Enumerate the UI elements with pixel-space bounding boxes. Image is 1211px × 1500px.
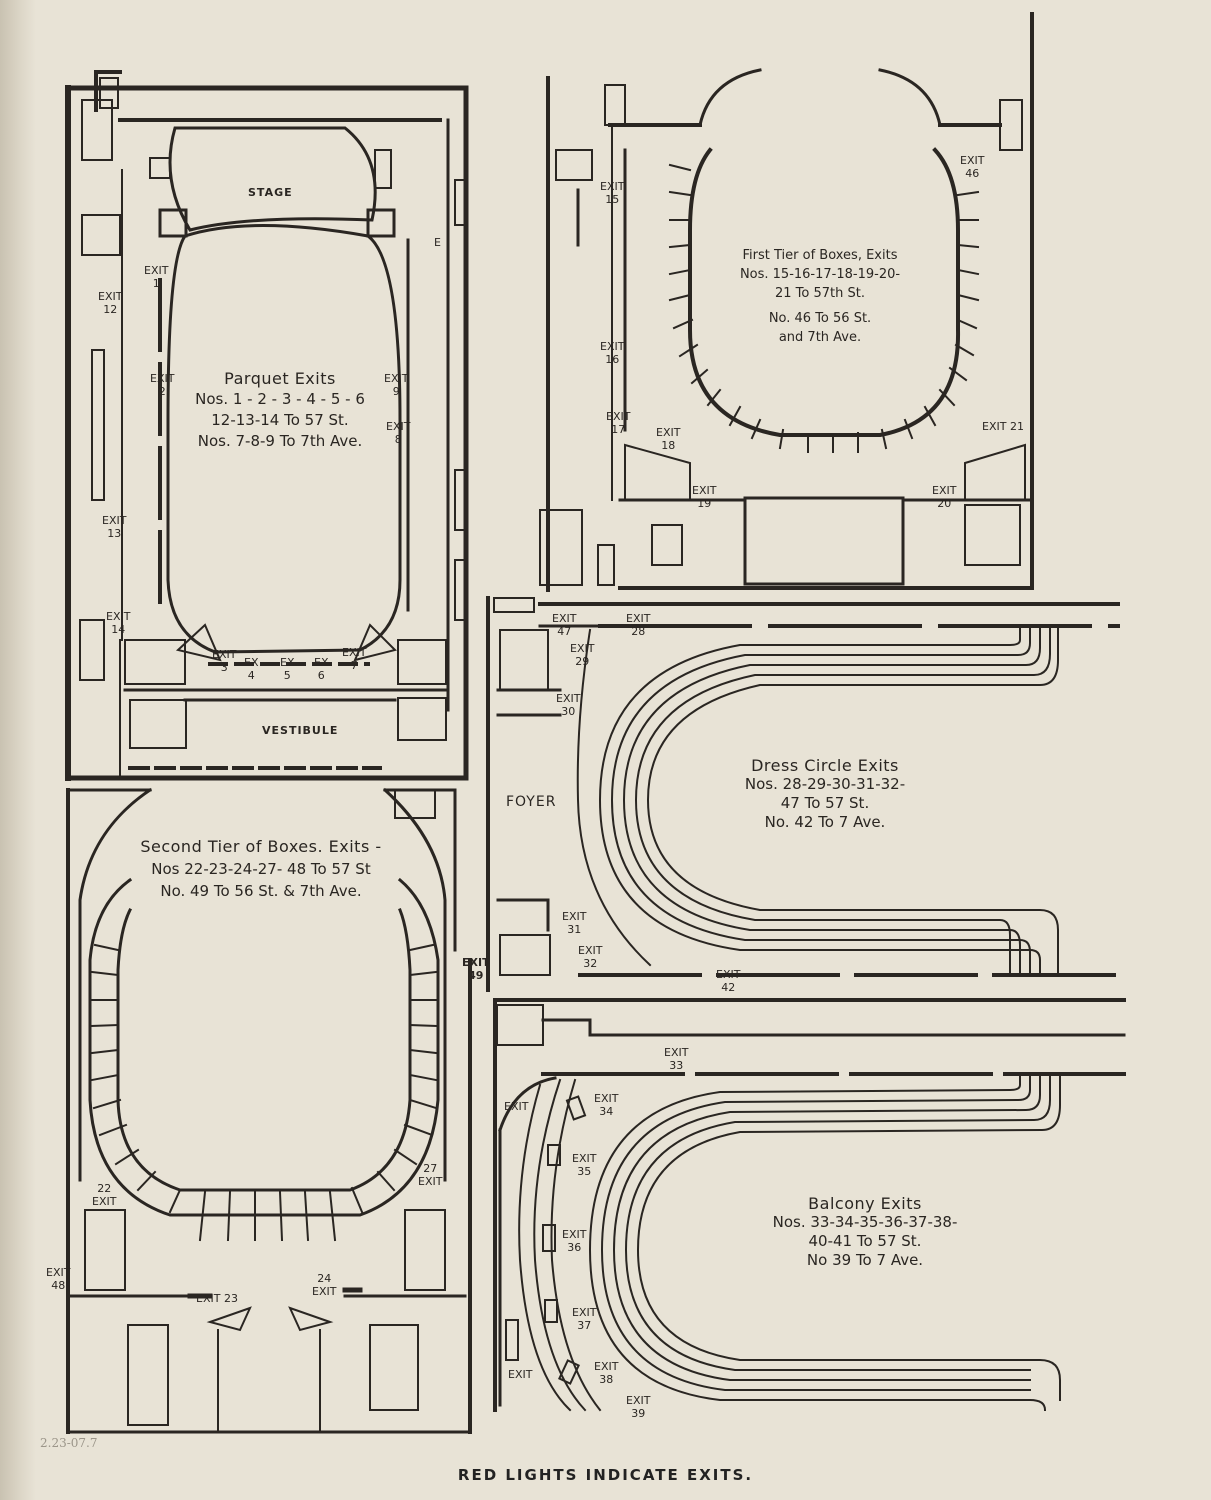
exit-14-label: EXIT 14 (106, 610, 131, 636)
exit-7-label: EXIT 7 (342, 646, 367, 672)
binding-edge (0, 0, 36, 1500)
first-tier-caption: First Tier of Boxes, Exits Nos. 15-16-17… (720, 246, 920, 347)
exit-20-label: EXIT 20 (932, 484, 957, 510)
exit-3-label: EXIT 3 (212, 648, 237, 674)
parquet-line-3: Nos. 7-8-9 To 7th Ave. (197, 432, 363, 450)
exit-2-label: EXIT 2 (150, 372, 175, 398)
dress-circle-title: Dress Circle Exits (751, 756, 899, 775)
exit-35-label: EXIT 35 (572, 1152, 597, 1178)
exit-47-label: EXIT 47 (552, 612, 577, 638)
second-tier-line-2: No. 49 To 56 St. & 7th Ave. (160, 882, 362, 900)
parquet-line-1: Nos. 1 - 2 - 3 - 4 - 5 - 6 (195, 390, 365, 408)
balcony-plan (493, 998, 1126, 1412)
second-tier-line-1: Nos 22-23-24-27- 48 To 57 St (151, 860, 371, 878)
exit-5-label: EX 5 (280, 656, 295, 682)
parquet-line-2: 12-13-14 To 57 St. (211, 411, 349, 429)
exit-balcony-left-label: EXIT (504, 1100, 529, 1113)
exit-e-label: E (434, 236, 441, 249)
exit-19-label: EXIT 19 (692, 484, 717, 510)
first-tier-line-2: 21 To 57th St. (775, 286, 865, 301)
exit-34-label: EXIT 34 (594, 1092, 619, 1118)
exit-9-label: EXIT 9 (384, 372, 409, 398)
parquet-title: Parquet Exits (224, 369, 336, 388)
exit-21-label: EXIT 21 (982, 420, 1024, 433)
balcony-caption: Balcony Exits Nos. 33-34-35-36-37-38- 40… (740, 1194, 990, 1270)
exit-31-label: EXIT 31 (562, 910, 587, 936)
dress-circle-line-2: 47 To 57 St. (780, 794, 870, 812)
exit-18-label: EXIT 18 (656, 426, 681, 452)
first-tier-plan (539, 12, 1034, 592)
second-tier-plan (66, 787, 472, 1434)
exit-6-label: EX 6 (314, 656, 329, 682)
exit-46-label: EXIT 46 (960, 154, 985, 180)
exit-32-label: EXIT 32 (578, 944, 603, 970)
first-tier-title: First Tier of Boxes, Exits (742, 248, 898, 263)
exit-1-label: EXIT 1 (144, 264, 169, 290)
dress-circle-plan (486, 596, 1122, 992)
exit-4-label: EX 4 (244, 656, 259, 682)
exit-49-label: EXIT 49 (462, 956, 490, 982)
exit-27-label: 27 EXIT (418, 1162, 443, 1188)
exit-42-label: EXIT 42 (716, 968, 741, 994)
exit-37-label: EXIT 37 (572, 1306, 597, 1332)
exit-balcony-bottom-label: EXIT (508, 1368, 533, 1381)
exit-13-label: EXIT 13 (102, 514, 127, 540)
exit-16-label: EXIT 16 (600, 340, 625, 366)
second-tier-caption: Second Tier of Boxes. Exits - Nos 22-23-… (126, 836, 396, 902)
dress-circle-line-3: No. 42 To 7 Ave. (764, 813, 886, 831)
balcony-title: Balcony Exits (808, 1194, 922, 1213)
exit-17-label: EXIT 17 (606, 410, 631, 436)
second-tier-title: Second Tier of Boxes. Exits - (140, 837, 382, 856)
dress-circle-caption: Dress Circle Exits Nos. 28-29-30-31-32- … (720, 756, 930, 832)
exit-48-label: EXIT 48 (46, 1266, 71, 1292)
parquet-plan (65, 70, 469, 781)
first-tier-line-3: No. 46 To 56 St. (768, 311, 872, 326)
exit-39-label: EXIT 39 (626, 1394, 651, 1420)
exit-29-label: EXIT 29 (570, 642, 595, 668)
vestibule-label: VESTIBULE (262, 724, 339, 737)
first-tier-line-4: and 7th Ave. (778, 330, 862, 345)
exit-33-label: EXIT 33 (664, 1046, 689, 1072)
stage-label: STAGE (248, 186, 293, 199)
dress-circle-line-1: Nos. 28-29-30-31-32- (744, 775, 906, 793)
balcony-line-2: 40-41 To 57 St. (808, 1232, 922, 1250)
footer-note: RED LIGHTS INDICATE EXITS. (457, 1466, 754, 1484)
exit-15-label: EXIT 15 (600, 180, 625, 206)
exit-12-label: EXIT 12 (98, 290, 123, 316)
balcony-line-1: Nos. 33-34-35-36-37-38- (772, 1213, 958, 1231)
balcony-line-3: No 39 To 7 Ave. (806, 1251, 924, 1269)
exit-22-label: 22 EXIT (92, 1182, 117, 1208)
exit-30-label: EXIT 30 (556, 692, 581, 718)
exit-28-label: EXIT 28 (626, 612, 651, 638)
exit-24-label: 24 EXIT (312, 1272, 337, 1298)
parquet-exits-caption: Parquet Exits Nos. 1 - 2 - 3 - 4 - 5 - 6… (160, 368, 400, 452)
exit-23-label: EXIT 23 (196, 1292, 238, 1305)
exit-8-label: EXIT 8 (386, 420, 411, 446)
exit-36-label: EXIT 36 (562, 1228, 587, 1254)
foyer-label: FOYER (506, 794, 557, 810)
first-tier-line-1: Nos. 15-16-17-18-19-20- (739, 267, 901, 282)
exit-38-label: EXIT 38 (594, 1360, 619, 1386)
pencil-annotation: 2.23-07.7 (40, 1436, 98, 1450)
